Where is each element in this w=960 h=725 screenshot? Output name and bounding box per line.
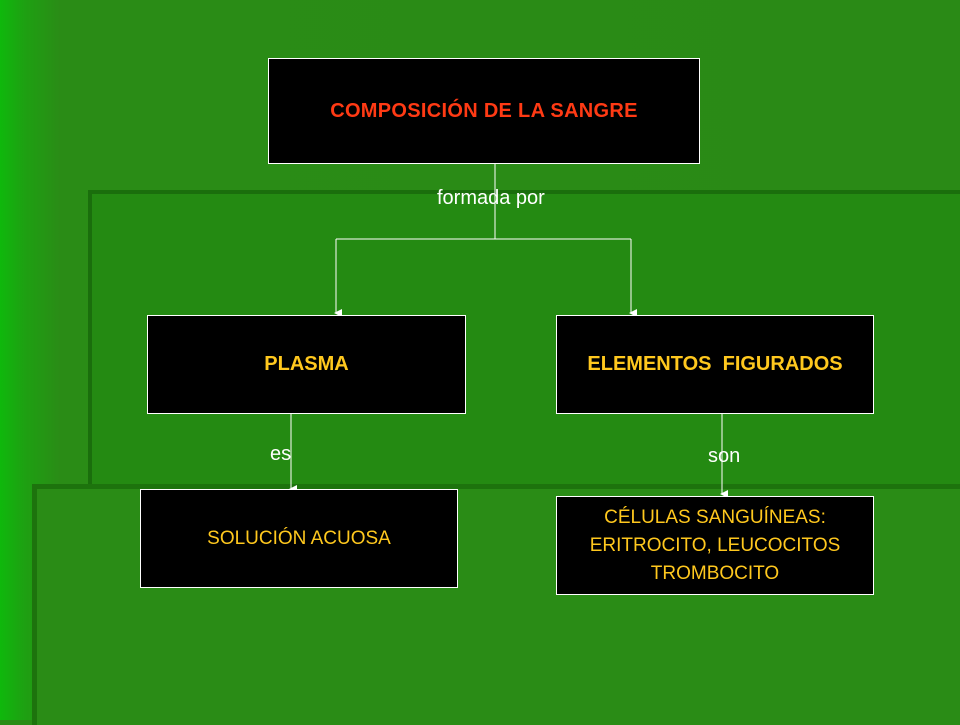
node-solucion-acuosa-label: SOLUCIÓN ACUOSA [207, 527, 391, 549]
node-celulas-line-1: CÉLULAS SANGUÍNEAS: [604, 506, 826, 528]
node-plasma: PLASMA [147, 315, 466, 414]
node-composicion-sangre: COMPOSICIÓN DE LA SANGRE [268, 58, 700, 164]
node-celulas-sanguineas: CÉLULAS SANGUÍNEAS: ERITROCITO, LEUCOCIT… [556, 496, 874, 595]
node-elementos-figurados: ELEMENTOS FIGURADOS [556, 315, 874, 414]
edge-label-es: es [270, 443, 292, 465]
node-plasma-label: PLASMA [264, 353, 349, 375]
node-celulas-line-2: ERITROCITO, LEUCOCITOS [589, 534, 841, 556]
node-solucion-acuosa: SOLUCIÓN ACUOSA [140, 489, 458, 588]
edge-label-son: son [708, 445, 741, 467]
node-celulas-line-3: TROMBOCITO [650, 562, 780, 584]
node-elementos-figurados-label: ELEMENTOS FIGURADOS [587, 353, 843, 375]
node-composicion-sangre-label: COMPOSICIÓN DE LA SANGRE [330, 99, 638, 122]
edge-label-formada-por: formada por [437, 187, 545, 209]
